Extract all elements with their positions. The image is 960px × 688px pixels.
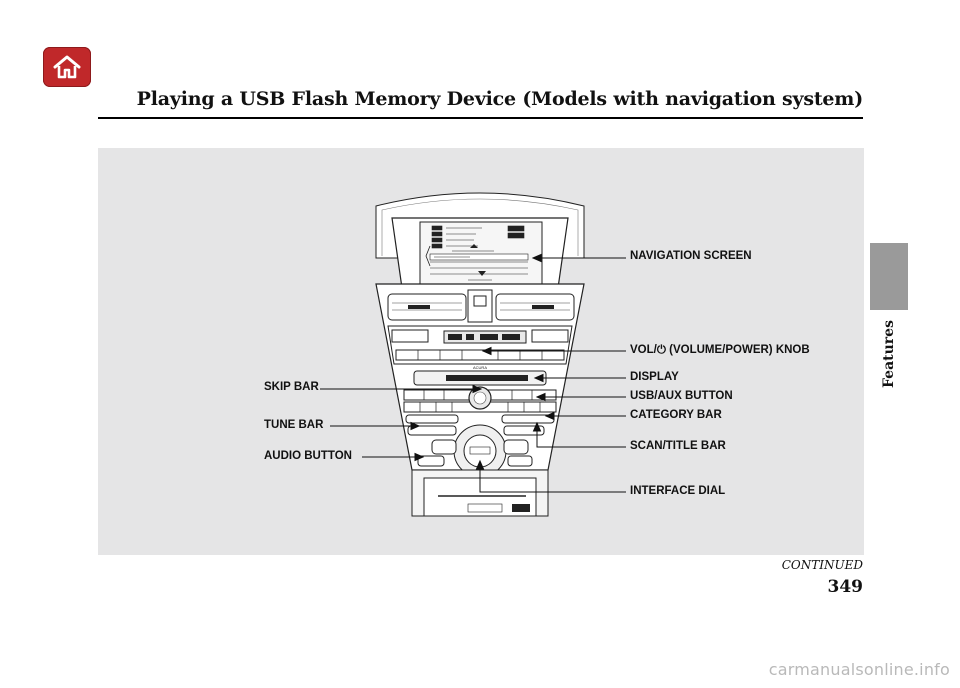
label-usb-aux-button: USB/AUX BUTTON — [630, 390, 733, 402]
label-category-bar: CATEGORY BAR — [630, 409, 722, 421]
title-divider — [98, 117, 863, 119]
page-title: Playing a USB Flash Memory Device (Model… — [136, 88, 864, 110]
label-scan-title-bar: SCAN/TITLE BAR — [630, 440, 726, 452]
label-vol-knob: VOL/⏻ (VOLUME/POWER) KNOB — [630, 344, 810, 356]
label-audio-button: AUDIO BUTTON — [264, 450, 352, 462]
label-interface-dial: INTERFACE DIAL — [630, 485, 726, 497]
page-number: 349 — [827, 577, 864, 597]
label-display: DISPLAY — [630, 371, 679, 383]
label-navigation-screen: NAVIGATION SCREEN — [630, 250, 752, 262]
continued-note: CONTINUED — [781, 558, 863, 572]
watermark: carmanualsonline.info — [768, 660, 950, 679]
label-tune-bar: TUNE BAR — [264, 419, 324, 431]
svg-text:ACURA: ACURA — [473, 365, 487, 370]
home-button[interactable] — [43, 47, 91, 87]
label-skip-bar: SKIP BAR — [264, 381, 319, 393]
section-tab[interactable] — [870, 243, 908, 310]
home-icon — [53, 55, 81, 79]
